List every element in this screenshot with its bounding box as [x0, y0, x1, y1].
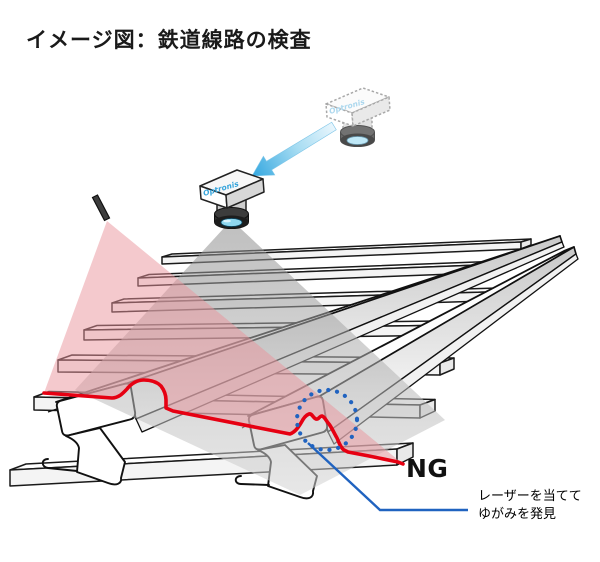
lens-glass: [220, 218, 243, 227]
callout-text-line2: ゆがみを発見: [478, 507, 556, 522]
camera-move-arrow: [251, 121, 337, 177]
right-rail-foot-line: [234, 475, 270, 486]
camera-right-face: [225, 178, 265, 209]
page-title: イメージ図：鉄道線路の検査: [26, 28, 312, 52]
ng-label: NG: [406, 454, 448, 483]
laser-fan: [44, 221, 403, 464]
callout-text-line1: レーザーを当てて: [478, 489, 582, 504]
camera-main: Optronis: [199, 169, 265, 229]
left-rail-foot-line: [41, 458, 78, 472]
ghost-lens-glass: [346, 136, 369, 145]
left-rail-cross-section-web: [65, 427, 126, 486]
ghost-camera-right-face: [351, 96, 391, 127]
lens-glint: [223, 219, 231, 223]
callout-line: [307, 442, 468, 512]
laser-emitter: [91, 194, 111, 222]
camera-ghost: Optronis: [325, 87, 391, 147]
defect-highlight-circle: [294, 387, 360, 453]
laser-line: [42, 378, 405, 466]
